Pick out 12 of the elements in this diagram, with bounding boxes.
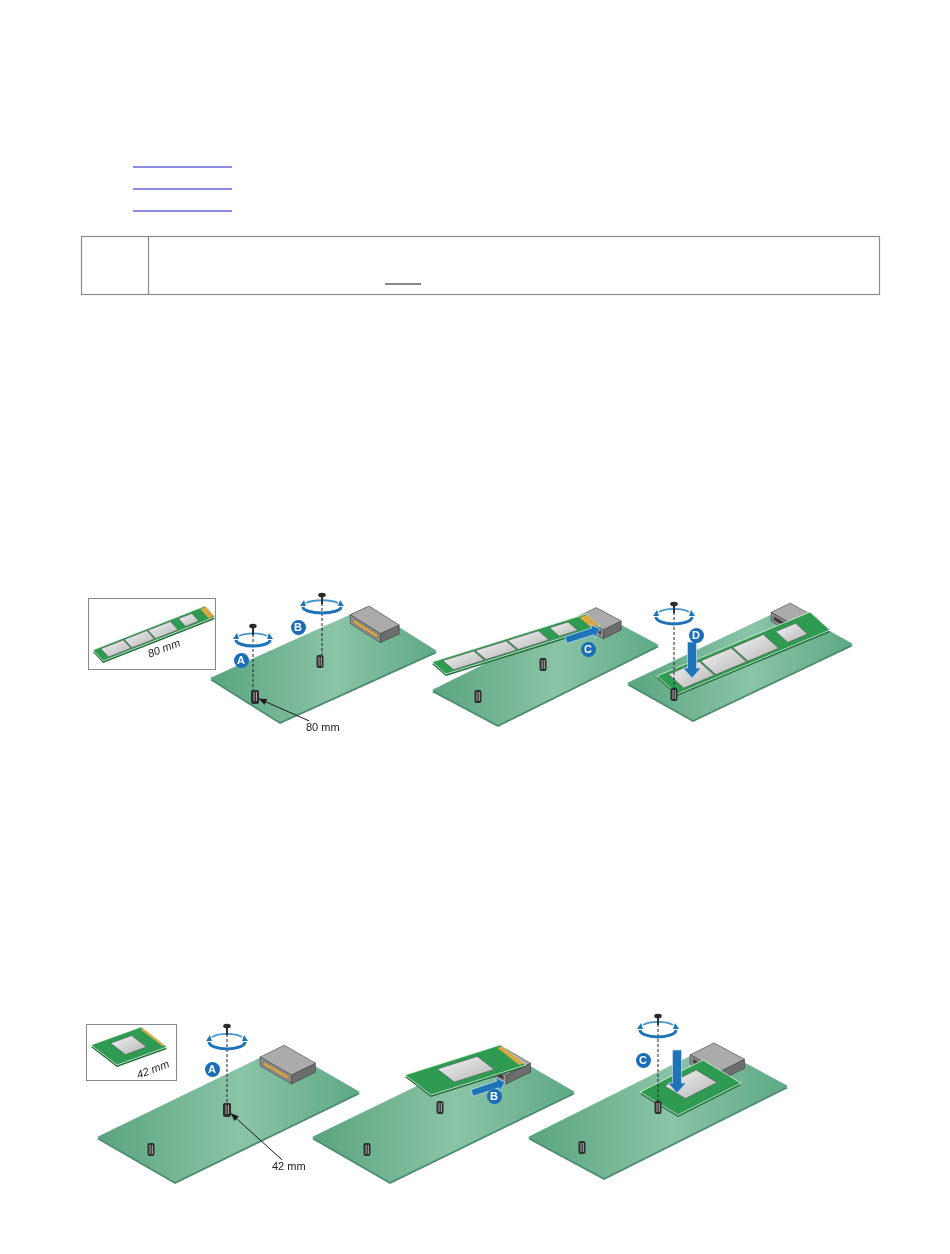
- callout-letter: A: [233, 652, 249, 668]
- callout-letter: C: [635, 1052, 651, 1068]
- dimension-label: 42 mm: [134, 1057, 171, 1081]
- callout-letter: D: [688, 627, 704, 643]
- callout-letter: B: [290, 619, 306, 635]
- dimension-label: 80 mm: [145, 636, 182, 660]
- leader-line: [230, 1113, 283, 1161]
- callout-letter: A: [204, 1061, 220, 1077]
- standoff-post: [223, 1103, 231, 1117]
- standoff-post: [251, 690, 259, 704]
- dimension-label: 42 mm: [272, 1160, 306, 1172]
- dimension-label: 80 mm: [306, 721, 340, 733]
